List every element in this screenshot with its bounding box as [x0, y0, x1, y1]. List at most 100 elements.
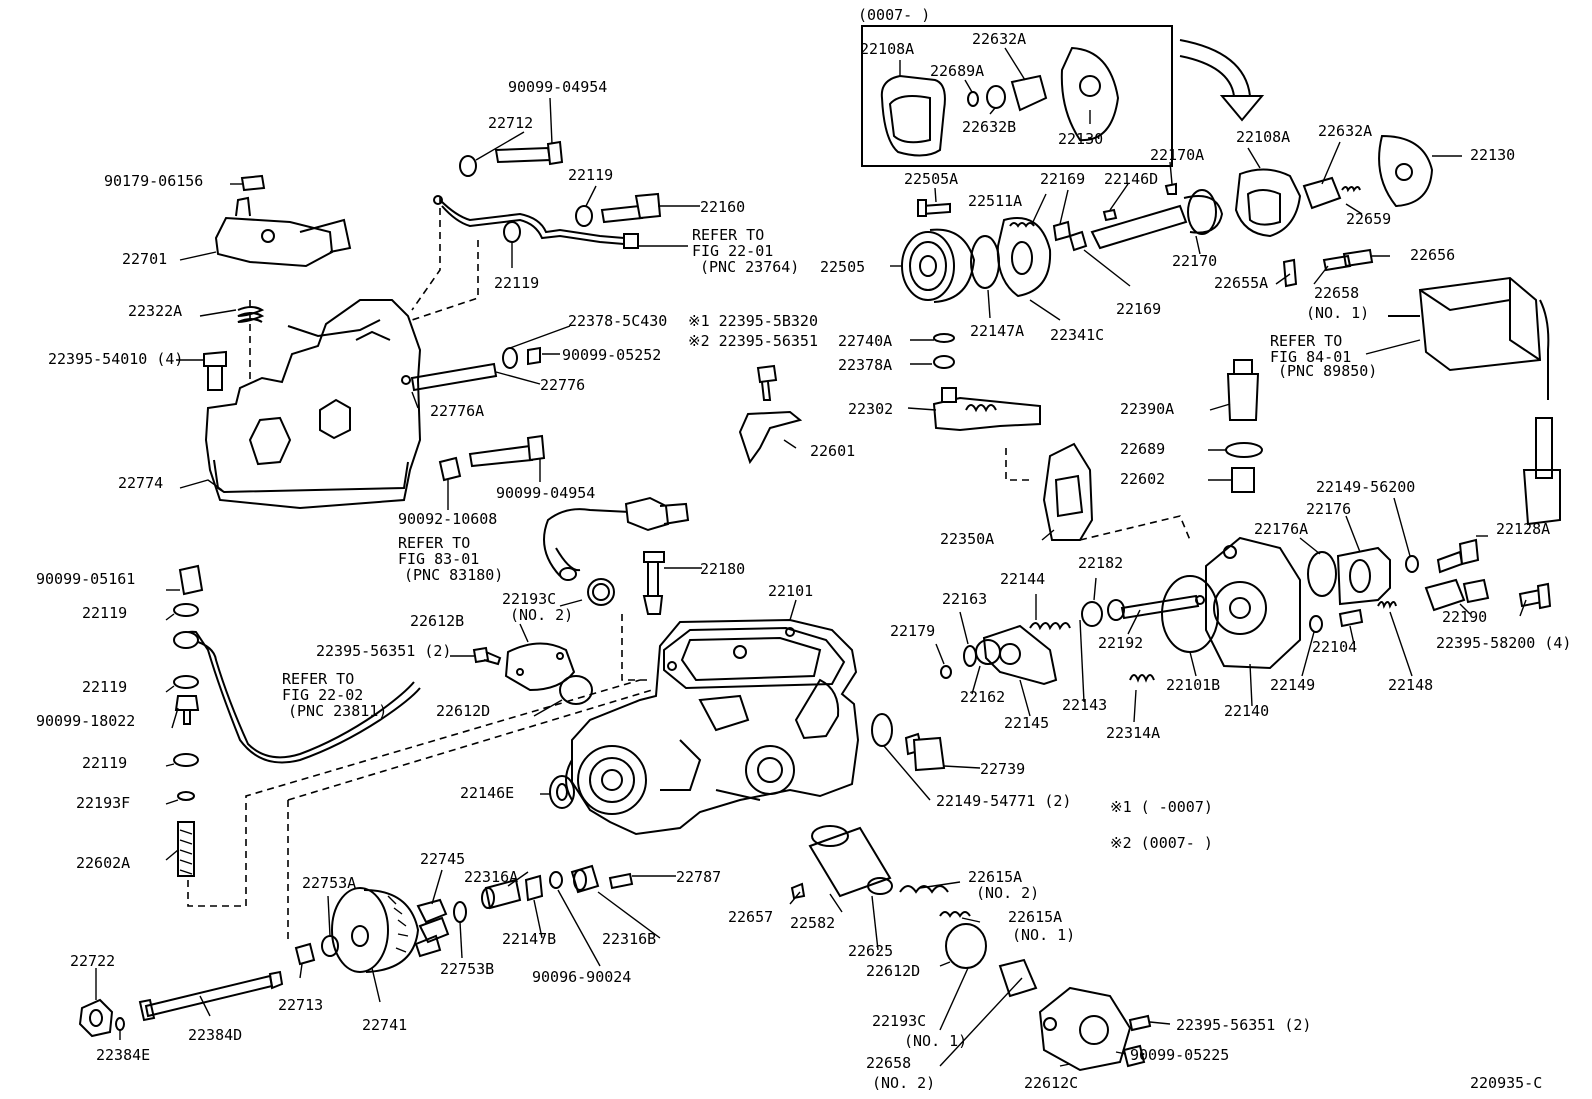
- part-number: 22739: [980, 760, 1025, 778]
- legend-1: ※1 22395-5B320: [688, 312, 818, 330]
- part-number: 22104: [1312, 638, 1357, 656]
- part-number: 22395-58200 (4): [1436, 634, 1571, 652]
- figure-id: 220935-C: [1470, 1074, 1542, 1092]
- alignment-lines: [187, 196, 1191, 940]
- fuel-cut-solenoid: [1388, 276, 1561, 526]
- ref-line: (PNC 83180): [404, 566, 503, 584]
- part-number: 90179-06156: [104, 172, 203, 190]
- part-number: 90099-05225: [1130, 1046, 1229, 1064]
- part-number: 22160: [700, 198, 745, 216]
- part-number: 22689: [1120, 440, 1165, 458]
- variant-box-label: (0007- ): [858, 6, 930, 24]
- part-number: 22722: [70, 952, 115, 970]
- part-number: 22378-5C430: [568, 312, 667, 330]
- governor-parts: [78, 864, 634, 1038]
- part-number: 22511A: [968, 192, 1022, 210]
- part-number: 22316A: [464, 868, 518, 886]
- part-number: 22314A: [1106, 724, 1160, 742]
- part-number: 22101: [768, 582, 813, 600]
- part-number: 22145: [1004, 714, 1049, 732]
- part-number: 22656: [1410, 246, 1455, 264]
- part-number: 22632A: [972, 30, 1026, 48]
- leader-lines: [95, 97, 1527, 1067]
- part-number: 22170A: [1150, 146, 1204, 164]
- sensor-set: [1225, 359, 1263, 493]
- ref-line: REFER TO: [1270, 332, 1342, 350]
- part-number: 90099-04954: [496, 484, 595, 502]
- part-number: 22140: [1224, 702, 1269, 720]
- part-number-note: (NO. 2): [976, 884, 1039, 902]
- governor-cover-assembly: [203, 174, 422, 510]
- part-number: 22193C: [502, 590, 556, 608]
- part-number: 22701: [122, 250, 167, 268]
- control-rod: [433, 140, 662, 249]
- sensor-harness: [543, 496, 690, 615]
- part-number: 22149-56200: [1316, 478, 1415, 496]
- part-number: 22378A: [838, 356, 892, 374]
- ref-line: FIG 22-01: [692, 242, 773, 260]
- part-number: 22147B: [502, 930, 556, 948]
- pump-housing: [565, 618, 860, 836]
- timer-piston-set: [790, 825, 1152, 1072]
- ref-line: REFER TO: [692, 226, 764, 244]
- part-number: 22350A: [940, 530, 994, 548]
- part-number: 22658: [1314, 284, 1359, 302]
- part-number: 22163: [942, 590, 987, 608]
- part-number: 22193C: [872, 1012, 926, 1030]
- part-number-note: (NO. 1): [1306, 304, 1369, 322]
- feed-pump-assembly: [901, 134, 1434, 303]
- legend-range-2: ※2 (0007- ): [1110, 834, 1213, 852]
- part-number: 22108A: [860, 40, 914, 58]
- part-number: 22179: [890, 622, 935, 640]
- part-number: 22602: [1120, 470, 1165, 488]
- part-number: 22390A: [1120, 400, 1174, 418]
- part-number: 22149-54771 (2): [936, 792, 1071, 810]
- part-number: 22753B: [440, 960, 494, 978]
- part-number: 22713: [278, 996, 323, 1014]
- part-number: 22395-56351 (2): [1176, 1016, 1311, 1034]
- part-number: 22776A: [430, 402, 484, 420]
- part-number: 22658: [866, 1054, 911, 1072]
- ref-line: FIG 22-02: [282, 686, 363, 704]
- ref-line: FIG 83-01: [398, 550, 479, 568]
- part-number: 22176A: [1254, 520, 1308, 538]
- cover-plate: [472, 642, 593, 705]
- part-number: 22169: [1116, 300, 1161, 318]
- ref-line: REFER TO: [398, 534, 470, 552]
- part-number: 22615A: [1008, 908, 1062, 926]
- part-number: 22316B: [602, 930, 656, 948]
- part-number: 22395-56351 (2): [316, 642, 451, 660]
- distributor-head-assembly: [1120, 536, 1552, 670]
- timer-control-valve: [932, 333, 1094, 541]
- part-number: 22119: [82, 754, 127, 772]
- adjusting-screws: [401, 346, 803, 482]
- part-number-note: (NO. 1): [1012, 926, 1075, 944]
- part-number: 90099-05161: [36, 570, 135, 588]
- part-number: 22128A: [1496, 520, 1550, 538]
- part-number-note: (NO. 1): [904, 1032, 967, 1050]
- part-number-note: (NO. 2): [872, 1074, 935, 1092]
- part-number: 22147A: [970, 322, 1024, 340]
- plunger-parts: [940, 599, 1155, 686]
- part-number: 22602A: [76, 854, 130, 872]
- part-number: 22659: [1346, 210, 1391, 228]
- part-number: 22384D: [188, 1026, 242, 1044]
- part-number: 22180: [700, 560, 745, 578]
- part-number: 22741: [362, 1016, 407, 1034]
- part-number: 22101B: [1166, 676, 1220, 694]
- part-number: 22505A: [904, 170, 958, 188]
- part-number: 22615A: [968, 868, 1022, 886]
- part-number: 22130: [1058, 130, 1103, 148]
- direction-arrow: [1179, 39, 1265, 122]
- part-number: 22632A: [1318, 122, 1372, 140]
- part-number: 22745: [420, 850, 465, 868]
- part-number: 22625: [848, 942, 893, 960]
- ref-line: (PNC 89850): [1278, 362, 1377, 380]
- part-number: 90096-90024: [532, 968, 631, 986]
- part-number: 22657: [728, 908, 773, 926]
- part-number: 22322A: [128, 302, 182, 320]
- part-number: 22119: [82, 678, 127, 696]
- part-number: 22193F: [76, 794, 130, 812]
- part-number: 90092-10608: [398, 510, 497, 528]
